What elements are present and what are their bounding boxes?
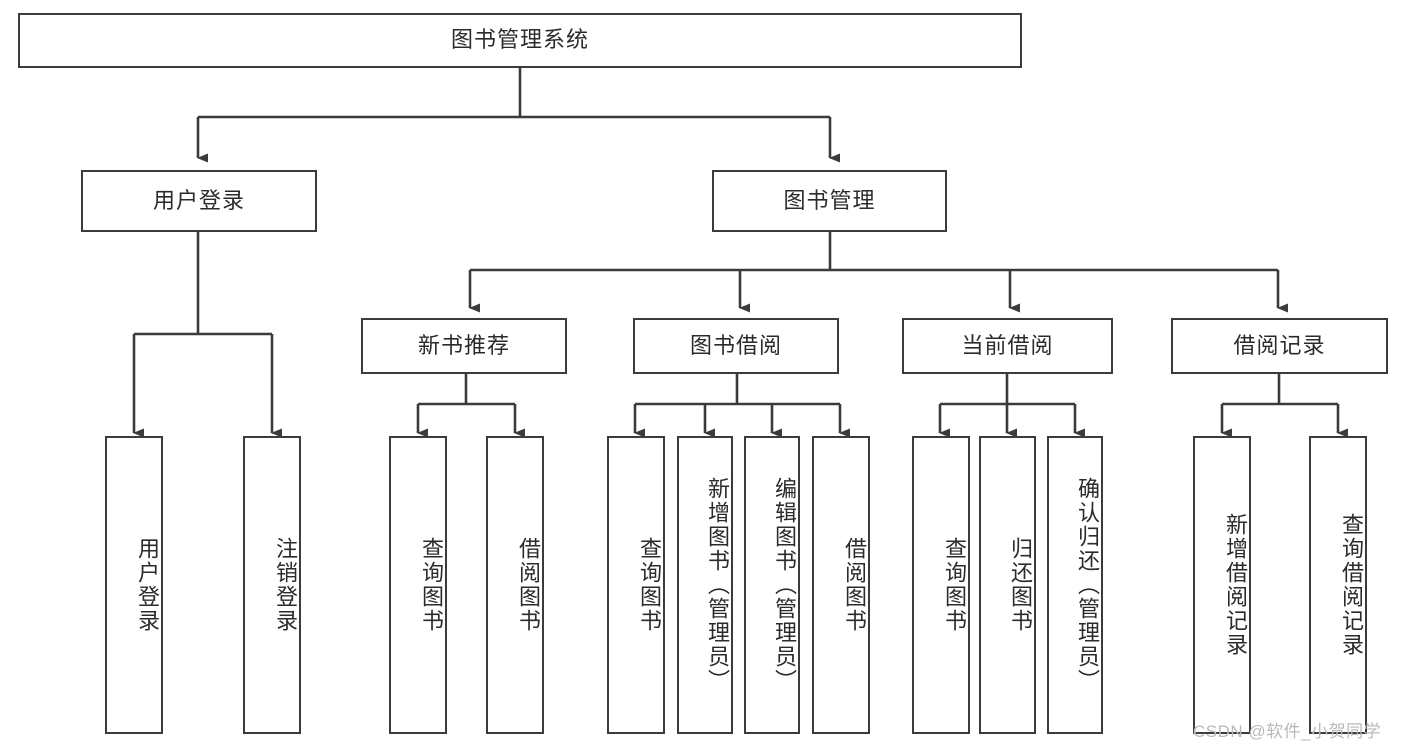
leaf-query-borrow-record[interactable]: 查询借阅记录 xyxy=(1309,436,1367,734)
leaf-confirm-return-admin-label: 确认归还（管理员） xyxy=(1075,477,1100,693)
leaf-add-borrow-record-label: 新增借阅记录 xyxy=(1223,513,1248,657)
leaf-edit-book-admin[interactable]: 编辑图书（管理员） xyxy=(744,436,800,734)
node-user-login[interactable]: 用户登录 xyxy=(81,170,317,232)
node-root-book-management-system[interactable]: 图书管理系统 xyxy=(18,13,1022,68)
leaf-query-book-borrow[interactable]: 查询图书 xyxy=(607,436,665,734)
leaf-user-login-label: 用户登录 xyxy=(135,537,160,633)
leaf-add-book-admin-label: 新增图书（管理员） xyxy=(705,477,730,693)
leaf-borrow-book-new[interactable]: 借阅图书 xyxy=(486,436,544,734)
leaf-borrow-book-new-label: 借阅图书 xyxy=(516,537,541,633)
leaf-return-book[interactable]: 归还图书 xyxy=(979,436,1036,734)
leaf-query-book-current[interactable]: 查询图书 xyxy=(912,436,970,734)
node-book-management[interactable]: 图书管理 xyxy=(712,170,947,232)
leaf-return-book-label: 归还图书 xyxy=(1008,537,1033,633)
leaf-query-book-current-label: 查询图书 xyxy=(942,537,967,633)
leaf-query-book-new[interactable]: 查询图书 xyxy=(389,436,447,734)
leaf-borrow-book-borrow-label: 借阅图书 xyxy=(842,537,867,633)
leaf-borrow-book-borrow[interactable]: 借阅图书 xyxy=(812,436,870,734)
leaf-add-borrow-record[interactable]: 新增借阅记录 xyxy=(1193,436,1251,734)
node-borrow-record[interactable]: 借阅记录 xyxy=(1171,318,1388,374)
leaf-add-book-admin[interactable]: 新增图书（管理员） xyxy=(677,436,733,734)
leaf-edit-book-admin-label: 编辑图书（管理员） xyxy=(772,477,797,693)
leaf-logout-label: 注销登录 xyxy=(273,537,298,633)
leaf-query-book-new-label: 查询图书 xyxy=(419,537,444,633)
leaf-confirm-return-admin[interactable]: 确认归还（管理员） xyxy=(1047,436,1103,734)
leaf-logout[interactable]: 注销登录 xyxy=(243,436,301,734)
leaf-user-login[interactable]: 用户登录 xyxy=(105,436,163,734)
leaf-query-book-borrow-label: 查询图书 xyxy=(637,537,662,633)
node-new-book-recommendation[interactable]: 新书推荐 xyxy=(361,318,567,374)
leaf-query-borrow-record-label: 查询借阅记录 xyxy=(1339,513,1364,657)
watermark-text: CSDN @软件_小贺同学 xyxy=(1193,722,1382,741)
node-current-borrow[interactable]: 当前借阅 xyxy=(902,318,1113,374)
node-book-borrow[interactable]: 图书借阅 xyxy=(633,318,839,374)
